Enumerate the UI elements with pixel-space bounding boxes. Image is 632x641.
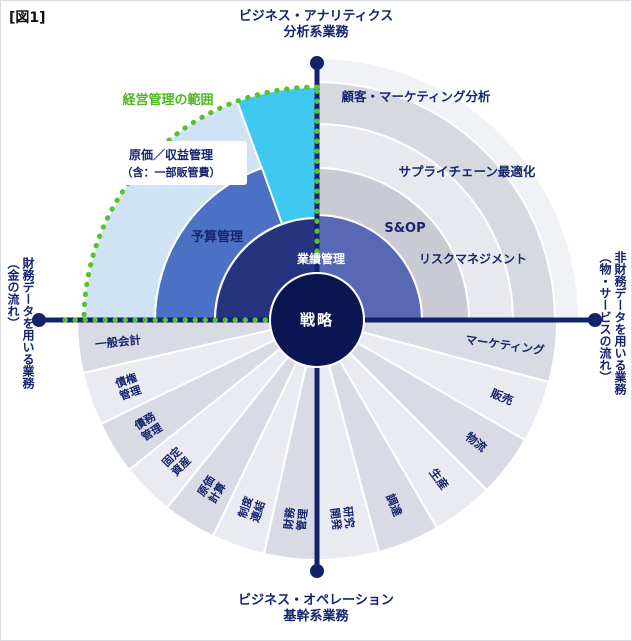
svg-text:連結: 連結	[247, 499, 267, 524]
wedge-label-rnd: 研究 開発	[328, 505, 358, 532]
axis-bottom-line2: 基幹系業務	[283, 609, 349, 624]
cost-revenue-line2: （含：一部販管費）	[122, 165, 221, 179]
axis-top-line2: 分析系業務	[283, 25, 349, 40]
svg-text:管理: 管理	[294, 508, 310, 531]
sop-label: S&OP	[384, 221, 425, 236]
wedge-label-general-accounting: 一般会計	[94, 333, 142, 352]
cost-revenue-box: 原価／収益管理 （含：一部販管費）	[95, 141, 247, 185]
axis-dot-right	[588, 313, 602, 327]
axis-left-paren: （金の流れ）	[6, 257, 20, 329]
axis-bottom-line1: ビジネス・オペレーション	[238, 593, 394, 608]
svg-text:一般会計: 一般会計	[94, 333, 142, 352]
axis-right-paren: （物・サービスの流れ）	[598, 251, 612, 383]
cost-revenue-box-bg	[95, 141, 247, 185]
svg-text:財務: 財務	[281, 506, 297, 531]
wedge-label-treasury: 財務 管理	[281, 506, 310, 532]
management-scope-label: 経営管理の範囲	[122, 92, 213, 108]
svg-text:開発: 開発	[328, 507, 345, 532]
axis-dot-top	[310, 56, 324, 70]
axis-top-line1: ビジネス・アナリティクス	[238, 9, 394, 24]
center-circle-strategy	[269, 272, 365, 368]
strategy-label: 戦略	[300, 311, 334, 329]
supply-chain-label: サプライチェーン最適化	[399, 164, 536, 179]
axis-dot-left	[32, 313, 46, 327]
axis-left-main: 財務データを用いる業務	[21, 257, 35, 389]
axis-label-top: ビジネス・アナリティクス 分析系業務	[1, 9, 631, 41]
performance-management-label: 業績管理	[296, 251, 345, 266]
svg-text:研究: 研究	[341, 505, 358, 529]
risk-management-label: リスクマネジメント	[419, 252, 527, 266]
figure-tag: [図1]	[9, 10, 46, 26]
axis-label-right: 非財務データを用いる業務 （物・サービスの流れ）	[597, 251, 627, 395]
axis-dot-bottom	[310, 564, 324, 578]
budget-management-label: 予算管理	[191, 229, 243, 245]
svg-text:管理: 管理	[118, 382, 143, 402]
cost-revenue-line1: 原価／収益管理	[129, 147, 213, 162]
axis-label-left: 財務データを用いる業務 （金の流れ）	[5, 257, 35, 389]
axis-right-main: 非財務データを用いる業務	[613, 251, 627, 395]
customer-marketing-label: 顧客・マーケティング分析	[341, 89, 491, 104]
axis-label-bottom: ビジネス・オペレーション 基幹系業務	[1, 593, 631, 625]
